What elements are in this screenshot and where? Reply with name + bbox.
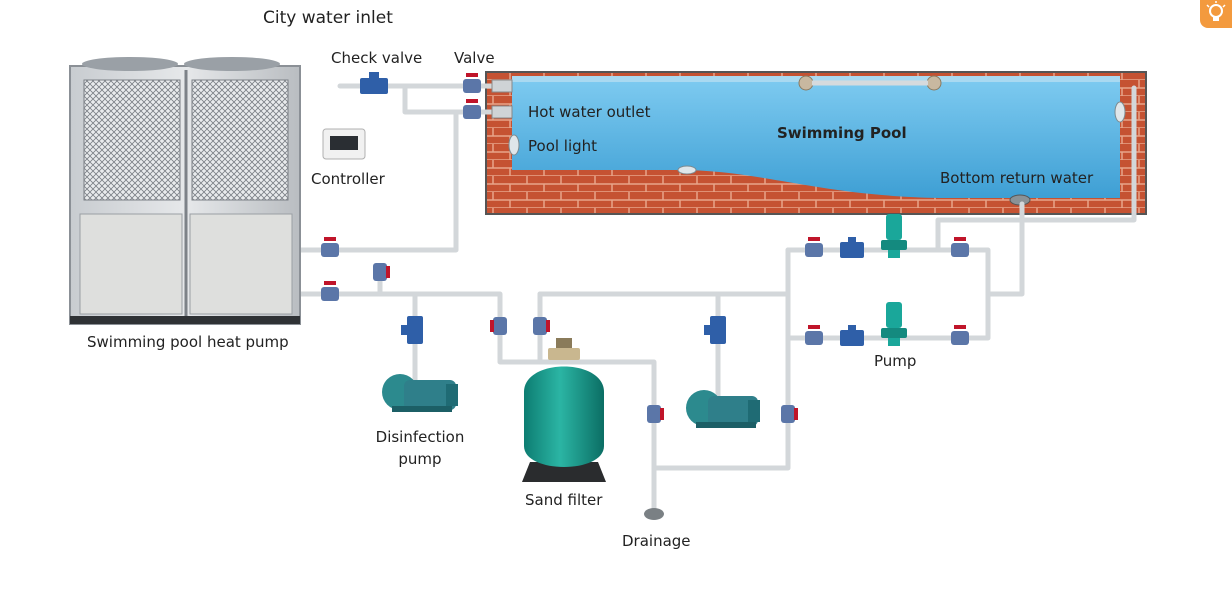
disinfection-pump-label-line2: pump [398, 450, 442, 468]
pool-inlet-fitting [491, 79, 513, 119]
hot-water-outlet-label: Hot water outlet [528, 103, 651, 121]
swimming-pool [485, 71, 1147, 215]
valve-label: Valve [454, 49, 495, 67]
disinfection-pump-label-line1: Disinfection [375, 428, 465, 446]
disinfection-pump [382, 374, 458, 412]
controller-label: Controller [311, 170, 385, 188]
sand-filter [522, 338, 606, 482]
disinfection-pump-label: Disinfection pump [370, 428, 470, 468]
check-valve-label: Check valve [331, 49, 423, 67]
hint-button[interactable] [1200, 0, 1232, 28]
city-water-inlet-label: City water inlet [263, 8, 393, 28]
pool-light-label: Pool light [528, 137, 598, 155]
heat-pump [69, 57, 301, 325]
drainage-label: Drainage [622, 532, 691, 550]
controller [322, 128, 366, 160]
swimming-pool-label: Swimming Pool [777, 124, 907, 142]
ball-valves [321, 73, 969, 423]
bottom-return-water-label: Bottom return water [940, 169, 1094, 187]
circulation-pumps [881, 214, 907, 346]
check-valves [360, 72, 864, 346]
pump-label: Pump [874, 352, 917, 370]
drain-outlet [644, 508, 664, 520]
heat-pump-label: Swimming pool heat pump [87, 333, 289, 351]
filter-pump [686, 390, 760, 428]
lightbulb-icon [1206, 1, 1226, 21]
sand-filter-label: Sand filter [525, 491, 603, 509]
